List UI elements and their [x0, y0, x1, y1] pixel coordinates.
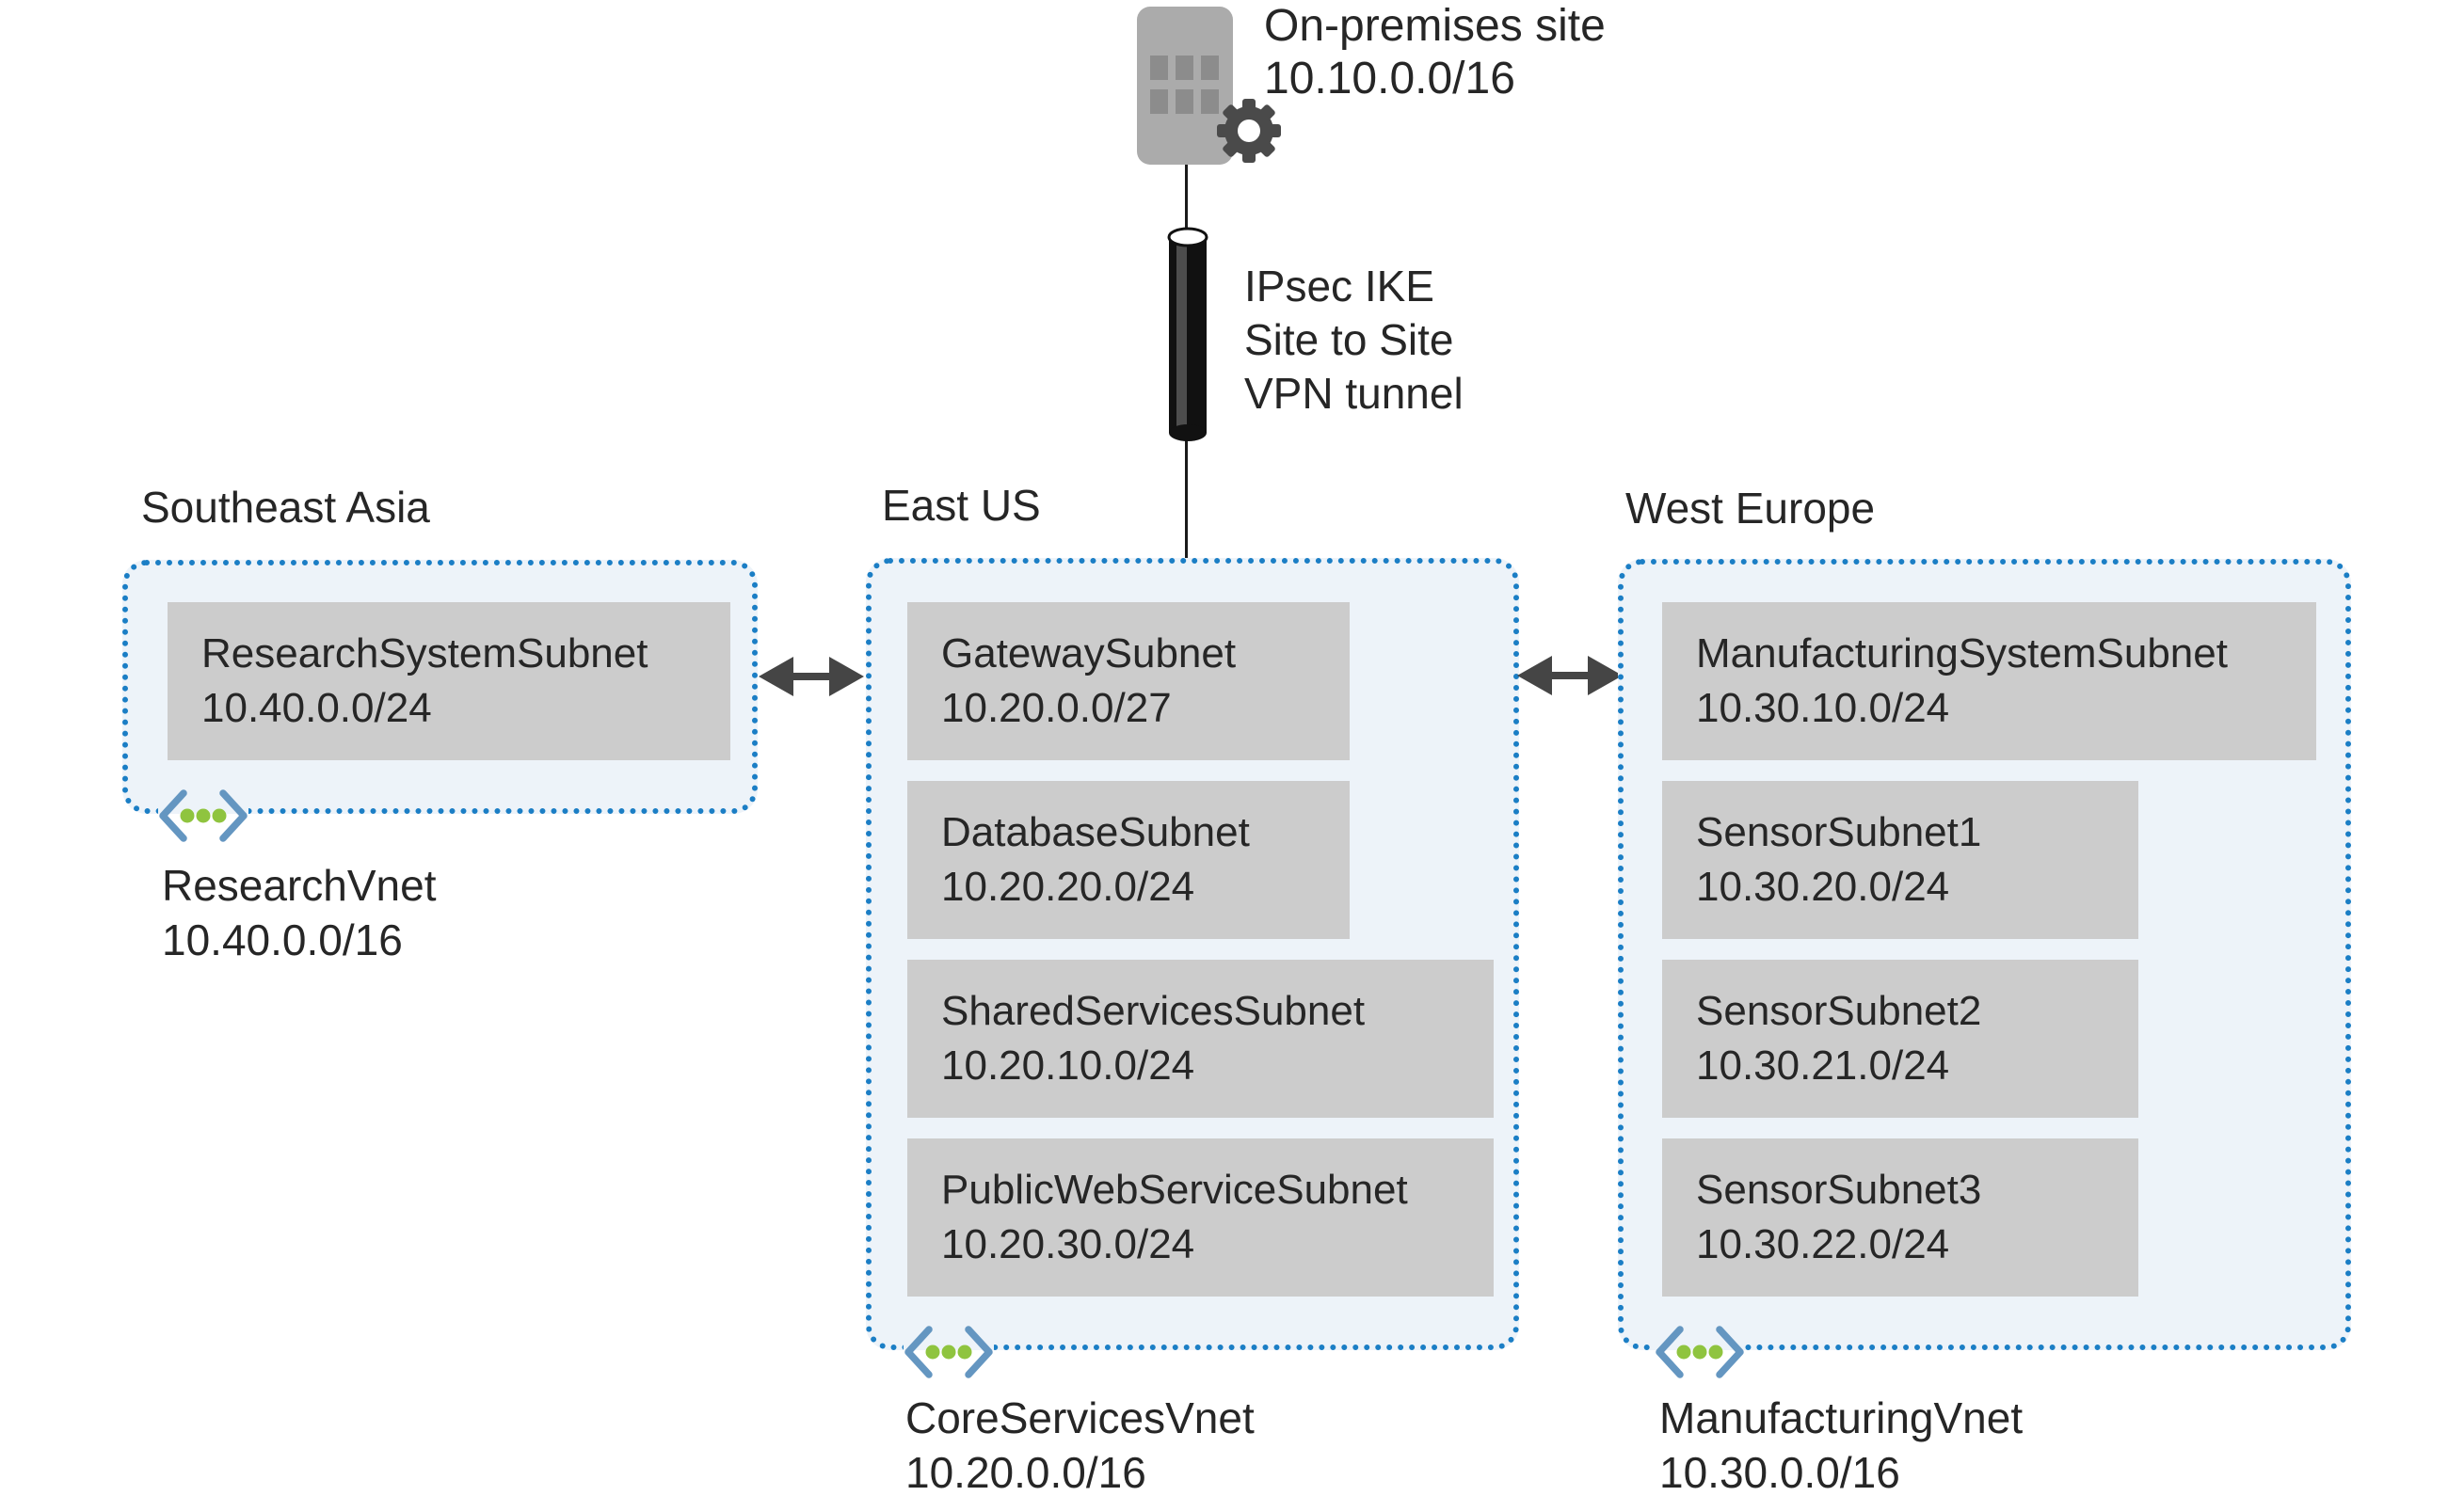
subnet-cidr: 10.20.10.0/24 — [941, 1042, 1195, 1089]
subnet-cidr: 10.30.20.0/24 — [1696, 864, 1950, 910]
subnet-sharedservicessubnet: SharedServicesSubnet 10.20.10.0/24 — [907, 960, 1494, 1118]
vnet-icon — [904, 1325, 994, 1379]
vpn-tunnel-cylinder-icon — [1167, 227, 1208, 441]
vpn-tunnel-line-2: Site to Site — [1244, 315, 1454, 364]
building-icon — [1137, 7, 1233, 165]
vnet-box-coreservicesvnet: GatewaySubnet 10.20.0.0/27 DatabaseSubne… — [866, 558, 1519, 1350]
on-premises-name: On-premises site — [1264, 1, 1606, 51]
bidirectional-arrow-icon — [1517, 656, 1623, 695]
vnet-label-researchvnet: ResearchVnet 10.40.0.0/16 — [162, 858, 437, 967]
vnet-icon — [158, 788, 248, 843]
subnet-cidr: 10.20.30.0/24 — [941, 1221, 1195, 1267]
subnet-cidr: 10.30.21.0/24 — [1696, 1042, 1950, 1089]
subnet-cidr: 10.20.0.0/27 — [941, 685, 1172, 731]
vpn-tunnel-label: IPsec IKE Site to Site VPN tunnel — [1244, 260, 1464, 421]
vnet-name: ResearchVnet — [162, 861, 437, 910]
region-label-southeast-asia: Southeast Asia — [141, 483, 430, 532]
on-premises-label: On-premises site 10.10.0.0/16 — [1264, 0, 1606, 105]
subnet-gatewaysubnet: GatewaySubnet 10.20.0.0/27 — [907, 602, 1350, 760]
vnet-label-coreservicesvnet: CoreServicesVnet 10.20.0.0/16 — [905, 1391, 1255, 1496]
vnet-cidr: 10.30.0.0/16 — [1659, 1448, 1900, 1496]
subnet-cidr: 10.30.22.0/24 — [1696, 1221, 1950, 1267]
subnet-publicwebservicesubnet: PublicWebServiceSubnet 10.20.30.0/24 — [907, 1138, 1494, 1297]
vnet-cidr: 10.40.0.0/16 — [162, 915, 403, 964]
region-label-east-us: East US — [882, 481, 1041, 530]
subnet-name: GatewaySubnet — [941, 630, 1237, 676]
subnet-manufacturingsystemsubnet: ManufacturingSystemSubnet 10.30.10.0/24 — [1662, 602, 2316, 760]
subnet-name: SensorSubnet3 — [1696, 1167, 1982, 1213]
subnet-sensorsubnet3: SensorSubnet3 10.30.22.0/24 — [1662, 1138, 2138, 1297]
bidirectional-arrow-icon — [759, 657, 864, 696]
subnet-databasesubnet: DatabaseSubnet 10.20.20.0/24 — [907, 781, 1350, 939]
vnet-cidr: 10.20.0.0/16 — [905, 1448, 1146, 1496]
subnet-name: DatabaseSubnet — [941, 809, 1250, 855]
subnet-cidr: 10.40.0.0/24 — [201, 685, 432, 731]
subnet-researchsystemsubnet: ResearchSystemSubnet 10.40.0.0/24 — [168, 602, 730, 760]
subnet-name: SensorSubnet2 — [1696, 988, 1982, 1034]
vnet-label-manufacturingvnet: ManufacturingVnet 10.30.0.0/16 — [1659, 1391, 2023, 1496]
subnet-sensorsubnet2: SensorSubnet2 10.30.21.0/24 — [1662, 960, 2138, 1118]
vnet-name: ManufacturingVnet — [1659, 1393, 2024, 1442]
vnet-name: CoreServicesVnet — [905, 1393, 1255, 1442]
subnet-name: ResearchSystemSubnet — [201, 630, 648, 676]
subnet-name: SensorSubnet1 — [1696, 809, 1982, 855]
vnet-box-researchvnet: ResearchSystemSubnet 10.40.0.0/24 — [122, 560, 758, 814]
vnet-icon — [1655, 1325, 1745, 1379]
gear-icon — [1217, 99, 1281, 163]
subnet-sensorsubnet1: SensorSubnet1 10.30.20.0/24 — [1662, 781, 2138, 939]
region-label-west-europe: West Europe — [1625, 484, 1876, 533]
subnet-name: SharedServicesSubnet — [941, 988, 1366, 1034]
vpn-tunnel-line-1: IPsec IKE — [1244, 262, 1434, 310]
vnet-box-manufacturingvnet: ManufacturingSystemSubnet 10.30.10.0/24 … — [1618, 559, 2351, 1350]
on-premises-cidr: 10.10.0.0/16 — [1264, 54, 1515, 103]
vpn-tunnel-line-3: VPN tunnel — [1244, 369, 1464, 418]
subnet-name: PublicWebServiceSubnet — [941, 1167, 1408, 1213]
subnet-cidr: 10.30.10.0/24 — [1696, 685, 1950, 731]
subnet-cidr: 10.20.20.0/24 — [941, 864, 1195, 910]
subnet-name: ManufacturingSystemSubnet — [1696, 630, 2228, 676]
